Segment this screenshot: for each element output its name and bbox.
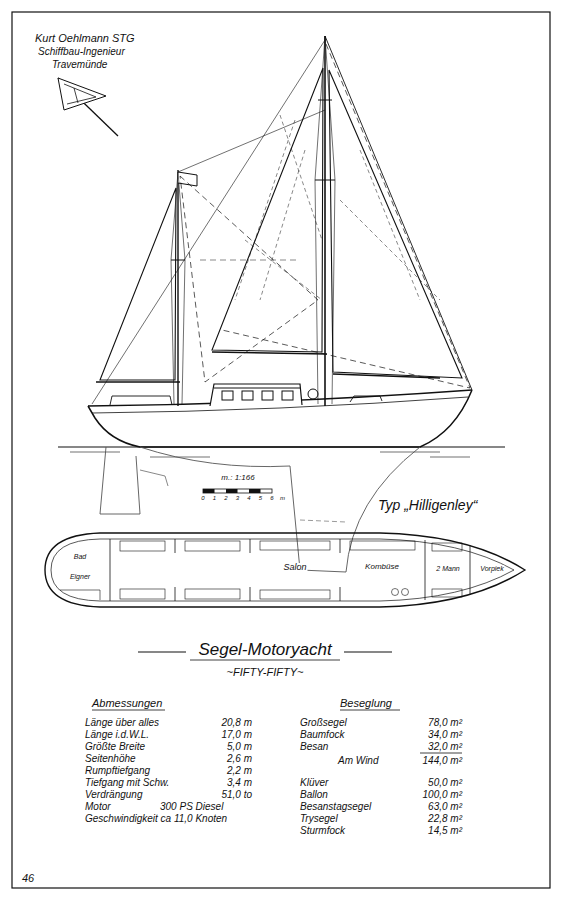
- sail-name: Trysegel: [300, 813, 338, 824]
- signature-text: Schiffbau-Ingenieur: [38, 46, 125, 57]
- sail-area: 14,5 m²: [428, 825, 462, 836]
- dimension-name: Seitenhöhe: [85, 753, 136, 764]
- scale-unit: m: [280, 495, 285, 502]
- scale-label: m.: 1:166: [221, 474, 254, 483]
- dimension-value: 2,2 m: [227, 765, 252, 776]
- scale-number: 2: [224, 495, 227, 502]
- sail-area: 63,0 m²: [428, 801, 462, 812]
- room-label: Vorpiek: [479, 565, 504, 573]
- dimension-value: 5,0 m: [227, 741, 252, 752]
- subtitle: ~FIFTY-FIFTY~: [227, 666, 304, 678]
- dimension-value: 2,6 m: [227, 753, 252, 764]
- dimension-value: 300 PS Diesel: [160, 801, 223, 812]
- sail-name: Ballon: [300, 789, 328, 800]
- scale-number: 6: [270, 495, 273, 502]
- scale-number: 5: [259, 495, 262, 502]
- dimension-name: Geschwindigkeit ca 11,0 Knoten: [85, 813, 227, 824]
- room-label: Salon: [282, 563, 307, 573]
- scale-number: 0: [201, 495, 204, 502]
- scale-number: 3: [236, 495, 239, 502]
- page-number: 46: [22, 872, 34, 884]
- room-label: Kombüse: [364, 563, 400, 572]
- dimension-name: Motor: [85, 801, 111, 812]
- sail-name: Besanstagsegel: [300, 801, 371, 812]
- sail-area: 50,0 m²: [428, 777, 462, 788]
- sail-area: 34,0 m²: [428, 729, 462, 740]
- sail-area: 22,8 m²: [428, 813, 462, 824]
- table-heading: Beseglung: [340, 697, 392, 709]
- signature-text: Travemünde: [52, 59, 107, 70]
- sail-name: Klüver: [300, 777, 328, 788]
- type-name: Typ „Hilligenley“: [378, 498, 477, 513]
- dimension-value: 17,0 m: [221, 729, 252, 740]
- table-heading: Abmessungen: [92, 697, 162, 709]
- dimension-name: Größte Breite: [85, 741, 145, 752]
- dimension-value: 3,4 m: [227, 777, 252, 788]
- sail-name: Besan: [300, 741, 328, 752]
- room-label: Eigner: [69, 573, 91, 581]
- dimension-name: Länge i.d.W.L.: [85, 729, 149, 740]
- sail-area: 100,0 m²: [423, 789, 462, 800]
- scale-number: 4: [247, 495, 250, 502]
- sail-area: 32,0 m²: [428, 741, 462, 752]
- dimension-name: Tiefgang mit Schw.: [85, 777, 169, 788]
- dimension-value: 51,0 to: [221, 789, 252, 800]
- dimension-name: Rumpftiefgang: [85, 765, 150, 776]
- dimension-name: Verdrängung: [85, 789, 142, 800]
- scale-number: 1: [213, 495, 216, 502]
- sail-name: Am Wind: [338, 755, 378, 766]
- title: Segel-Motoryacht: [198, 641, 331, 660]
- sail-name: Großsegel: [300, 717, 347, 728]
- sail-name: Baumfock: [300, 729, 344, 740]
- sail-area: 78,0 m²: [428, 717, 462, 728]
- signature-text: Kurt Oehlmann STG: [35, 32, 135, 44]
- room-label: 2 Mann: [435, 565, 460, 573]
- room-label: Bad: [73, 553, 87, 561]
- dimension-name: Länge über alles: [85, 717, 159, 728]
- sail-area: 144,0 m²: [423, 755, 462, 766]
- dimension-value: 20,8 m: [221, 717, 252, 728]
- sail-name: Sturmfock: [300, 825, 345, 836]
